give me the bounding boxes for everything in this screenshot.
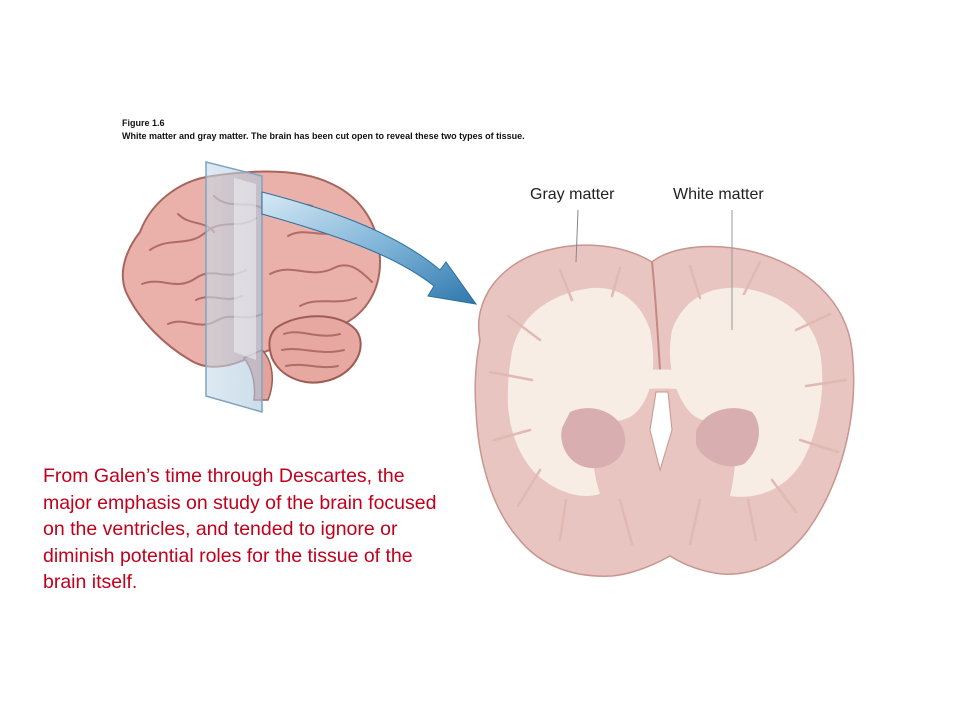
basal-nuclei-left xyxy=(561,408,626,469)
corpus-callosum xyxy=(600,369,724,396)
body-paragraph: From Galen’s time through Descartes, the… xyxy=(43,465,437,593)
basal-nuclei-right xyxy=(696,408,759,467)
gray-matter-label: Gray matter xyxy=(530,186,615,203)
coronal-section xyxy=(474,209,855,577)
interhemispheric-fissure xyxy=(651,261,661,371)
ventricle xyxy=(649,391,673,472)
white-matter-label: White matter xyxy=(673,186,764,203)
white-matter-right xyxy=(669,287,823,497)
lateral-brain-view xyxy=(121,161,382,413)
gray-matter-leader xyxy=(575,209,579,263)
curved-arrow xyxy=(261,191,478,305)
white-matter-branches xyxy=(488,260,848,546)
figure-caption: White matter and gray matter. The brain … xyxy=(122,131,525,141)
figure-number: Figure 1.6 xyxy=(122,118,165,128)
white-matter-left xyxy=(507,287,654,496)
